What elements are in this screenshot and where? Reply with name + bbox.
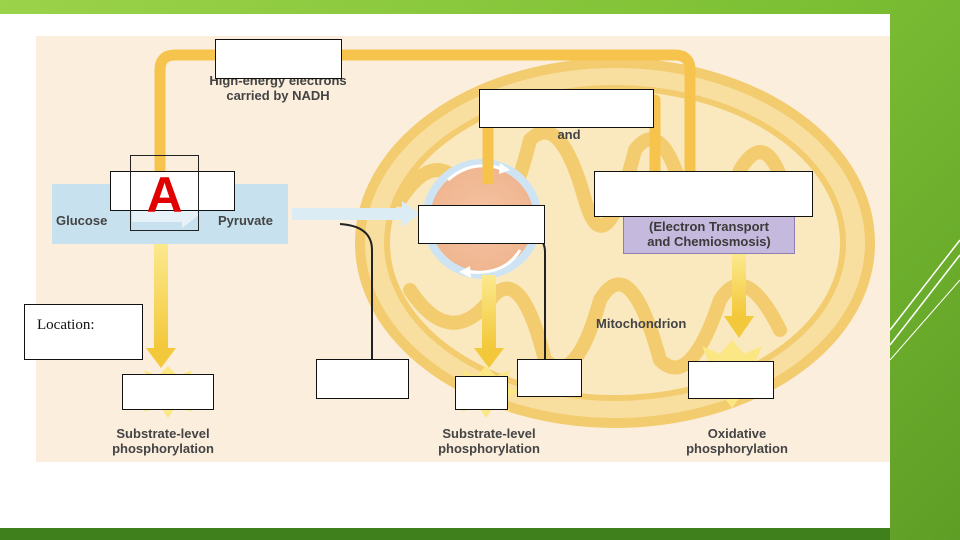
answer-box-nadh-source[interactable] (215, 39, 342, 79)
location-box[interactable]: Location: (24, 304, 143, 360)
location-label: Location: (37, 317, 95, 333)
slide-bottom-bar (0, 528, 890, 540)
answer-box-pyruvate-product[interactable] (316, 359, 409, 399)
substrate-level-left-label: Substrate-level phosphorylation (112, 426, 214, 456)
answer-box-atp-right[interactable] (688, 361, 774, 399)
answer-box-etc[interactable] (594, 171, 813, 217)
decorative-lines (890, 239, 960, 361)
marker-frame (130, 155, 199, 231)
answer-box-atp-mid[interactable] (455, 376, 508, 410)
pyruvate-label: Pyruvate (218, 213, 273, 228)
oxidative-phosphorylation-label: Oxidative phosphorylation (686, 426, 788, 456)
mitochondrion-label: Mitochondrion (596, 316, 687, 331)
glucose-label: Glucose (56, 213, 108, 228)
substrate-level-mid-label: Substrate-level phosphorylation (438, 426, 540, 456)
answer-box-top-middle[interactable] (479, 89, 654, 128)
pyruvate-arrow (292, 201, 420, 227)
answer-box-krebs-product[interactable] (517, 359, 582, 397)
and-label: and (557, 127, 581, 142)
etc-label: (Electron Transport and Chemiosmosis) (647, 219, 771, 249)
answer-box-krebs[interactable] (418, 205, 545, 244)
etc-box (623, 214, 795, 254)
atp-arrows (146, 244, 754, 368)
marker-letter-a: A (146, 167, 183, 223)
answer-box-atp-left[interactable] (122, 374, 214, 410)
